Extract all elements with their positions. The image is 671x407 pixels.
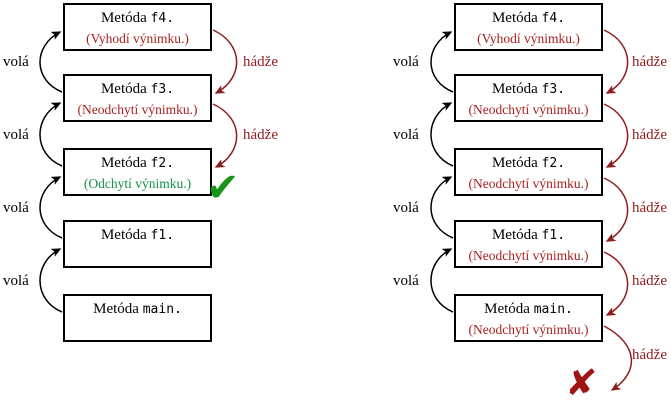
method-note: (Odchytí výnimku.) bbox=[83, 176, 192, 191]
throws-label: hádže bbox=[632, 273, 667, 289]
calls-arrow bbox=[430, 248, 454, 313]
method-title-code: f1. bbox=[150, 228, 175, 243]
throws-arrow bbox=[212, 29, 238, 94]
method-box-left-f4: Metóda f4. (Vyhodí výnimku.) bbox=[63, 3, 212, 51]
calls-label: volá bbox=[393, 127, 419, 143]
calls-label: volá bbox=[393, 273, 419, 289]
method-title: Metóda f2. bbox=[456, 154, 601, 173]
throws-label: hádže bbox=[243, 54, 278, 70]
method-title-word: Metóda bbox=[491, 10, 538, 26]
method-title-code: f4. bbox=[541, 11, 566, 26]
method-title-code: f4. bbox=[150, 11, 175, 26]
method-title-code: f3. bbox=[150, 82, 175, 97]
method-title-code: f2. bbox=[150, 156, 175, 171]
calls-arrow bbox=[39, 176, 63, 239]
calls-arrow bbox=[39, 248, 63, 313]
throws-label: hádže bbox=[243, 127, 278, 143]
throws-arrow bbox=[603, 103, 629, 168]
throws-label: hádže bbox=[632, 127, 667, 143]
calls-label: volá bbox=[3, 54, 29, 70]
method-title-word: Metóda bbox=[100, 227, 147, 243]
method-note: (Vyhodí výnimku.) bbox=[86, 31, 189, 46]
failure-cross-icon: ✘ bbox=[563, 363, 599, 404]
calls-arrow bbox=[430, 102, 454, 167]
throws-arrow bbox=[212, 103, 238, 168]
calls-label: volá bbox=[3, 273, 29, 289]
method-box-right-f3: Metóda f3. (Neodchytí výnimku.) bbox=[454, 74, 603, 122]
method-title: Metóda main. bbox=[65, 300, 210, 319]
calls-arrow bbox=[430, 176, 454, 239]
method-box-right-f2: Metóda f2. (Neodchytí výnimku.) bbox=[454, 148, 603, 196]
method-title-word: Metóda bbox=[491, 155, 538, 171]
method-box-left-f1: Metóda f1. bbox=[63, 220, 212, 268]
method-title: Metóda f4. bbox=[456, 9, 601, 28]
method-note: (Neodchytí výnimku.) bbox=[468, 176, 589, 191]
method-box-left-f2: Metóda f2. (Odchytí výnimku.) bbox=[63, 148, 212, 196]
method-note: (Neodchytí výnimku.) bbox=[468, 322, 589, 337]
method-title: Metóda f3. bbox=[65, 80, 210, 99]
calls-label: volá bbox=[3, 200, 29, 216]
method-box-right-f1: Metóda f1. (Neodchytí výnimku.) bbox=[454, 220, 603, 268]
throws-label: hádže bbox=[632, 347, 667, 363]
calls-arrow bbox=[39, 102, 63, 167]
success-check-icon: ✔ bbox=[206, 165, 240, 211]
method-title-code: f2. bbox=[541, 156, 566, 171]
method-title-word: Metóda bbox=[93, 301, 139, 317]
method-title-word: Metóda bbox=[491, 81, 538, 97]
method-title: Metóda f2. bbox=[65, 154, 210, 173]
calls-label: volá bbox=[393, 200, 419, 216]
throws-label: hádže bbox=[632, 54, 667, 70]
method-title-word: Metóda bbox=[484, 301, 530, 317]
method-box-right-main: Metóda main. (Neodchytí výnimku.) bbox=[454, 294, 603, 342]
method-title-word: Metóda bbox=[100, 81, 147, 97]
method-title-code: f3. bbox=[541, 82, 566, 97]
method-note: (Neodchytí výnimku.) bbox=[468, 102, 589, 117]
method-title-word: Metóda bbox=[100, 155, 147, 171]
method-title: Metóda f4. bbox=[65, 9, 210, 28]
calls-arrow bbox=[430, 31, 454, 93]
method-title: Metóda f1. bbox=[456, 226, 601, 245]
method-title-word: Metóda bbox=[491, 227, 538, 243]
method-note: (Neodchytí výnimku.) bbox=[468, 248, 589, 263]
throws-arrow-final bbox=[603, 325, 632, 391]
method-title-code: main. bbox=[142, 302, 182, 317]
method-title: Metóda f1. bbox=[65, 226, 210, 245]
throws-arrow bbox=[603, 251, 629, 316]
method-title-code: f1. bbox=[541, 228, 566, 243]
calls-arrow bbox=[39, 31, 63, 93]
throws-arrow bbox=[603, 29, 629, 94]
calls-label: volá bbox=[393, 54, 419, 70]
throws-label: hádže bbox=[632, 200, 667, 216]
method-note: (Neodchytí výnimku.) bbox=[77, 102, 198, 117]
method-title: Metóda main. bbox=[456, 300, 601, 319]
method-title: Metóda f3. bbox=[456, 80, 601, 99]
calls-label: volá bbox=[3, 127, 29, 143]
method-box-left-main: Metóda main. bbox=[63, 294, 212, 342]
method-box-left-f3: Metóda f3. (Neodchytí výnimku.) bbox=[63, 74, 212, 122]
throws-arrow bbox=[603, 177, 629, 242]
method-box-right-f4: Metóda f4. (Vyhodí výnimku.) bbox=[454, 3, 603, 51]
method-note: (Vyhodí výnimku.) bbox=[477, 31, 580, 46]
method-title-word: Metóda bbox=[100, 10, 147, 26]
method-title-code: main. bbox=[533, 302, 573, 317]
